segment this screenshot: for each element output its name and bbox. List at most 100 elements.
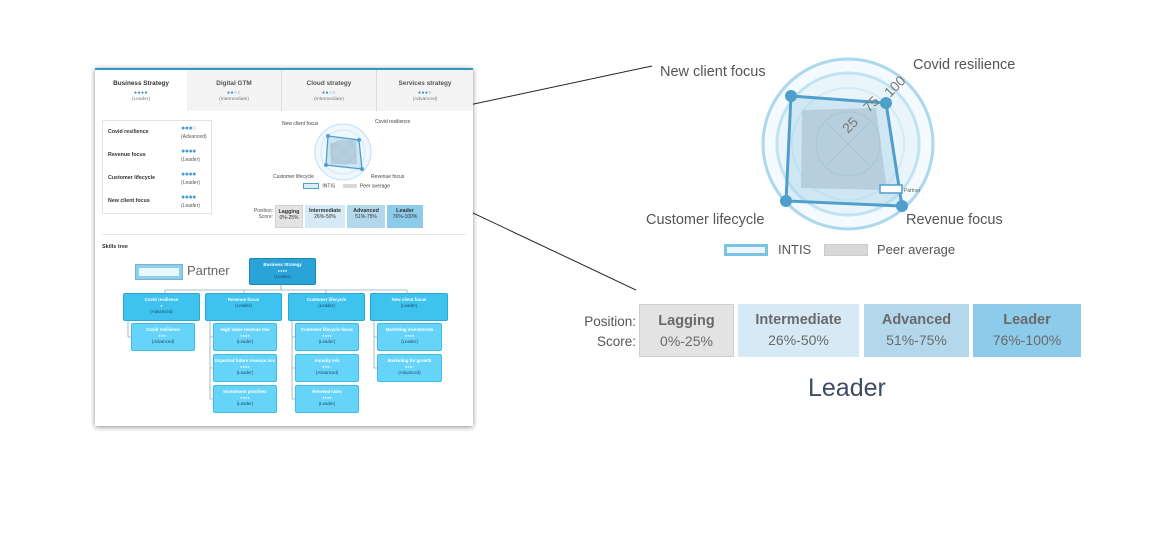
mini-cell-name: Advanced — [353, 208, 379, 214]
tree-node-marketing-for-growth[interactable]: Marketing for growth ●●●○ (Advanced) — [377, 354, 442, 382]
score-cell-range: 51%-75% — [886, 332, 947, 348]
radar-chart-detail: 25 75 100 Partner New client focus Covid… — [636, 40, 1056, 240]
tab-level: (Intermediate) — [219, 97, 249, 102]
node-name: High value revenue mix — [220, 327, 270, 332]
tab-rating: ●●●○ — [417, 90, 433, 96]
hover-tag-swatch — [879, 184, 903, 194]
tree-node-investment-priorities[interactable]: Investment priorities ●●●● (Leader) — [213, 385, 277, 413]
skill-row-customer-lifecycle[interactable]: Customer lifecycle ●●●● (Leader) — [103, 170, 213, 190]
node-name: Marketing for growth — [387, 358, 432, 363]
tab-label: Cloud strategy — [306, 80, 352, 87]
mini-axis-revenue-focus: Revenue focus — [371, 174, 405, 180]
mini-axis-customer-lifecycle: Customer lifecycle — [273, 174, 314, 180]
skill-row-new-client-focus[interactable]: New client focus ●●●● (Leader) — [103, 193, 213, 213]
mini-radar-svg — [314, 123, 372, 181]
mini-cell-range: 0%-25% — [279, 215, 299, 221]
intis-point-covid-resilience[interactable] — [880, 97, 892, 109]
tree-node-revenue-focus[interactable]: Revenue focus (Leader) — [205, 293, 282, 321]
tab-cloud-strategy[interactable]: Cloud strategy ●●○○ (Intermediate) — [282, 70, 377, 111]
node-level: (Leader) — [236, 339, 254, 344]
skill-summary-list: Covid resilience ●●●○ (Advanced) Revenue… — [102, 120, 212, 214]
score-cell-leader: Leader 76%-100% — [973, 304, 1081, 357]
score-cell-lagging: Lagging 0%-25% — [639, 304, 734, 357]
intis-point[interactable] — [360, 167, 364, 171]
partner-legend-label: Partner — [187, 263, 230, 278]
mini-cell-name: Intermediate — [308, 208, 342, 214]
node-rating: ●●●● — [404, 333, 415, 338]
position-score-table: Position: Score: Lagging 0%-25% Intermed… — [576, 304, 1086, 358]
tree-node-customer-lifecycle-focus[interactable]: Customer lifecycle focus ●●●● (Leader) — [295, 323, 359, 351]
assessment-panel: Business Strategy ●●●● (Leader) Digital … — [95, 68, 473, 426]
skills-tree-connectors — [127, 285, 408, 400]
node-level: (Leader) — [274, 274, 291, 279]
tab-business-strategy[interactable]: Business Strategy ●●●● (Leader) — [95, 70, 187, 113]
node-level: (Leader) — [318, 401, 336, 406]
tree-node-root[interactable]: Business Strategy ●●●● (Leader) — [249, 258, 316, 285]
score-title-line2: Score: — [596, 334, 636, 349]
node-level: (Leader) — [400, 303, 418, 308]
mini-score-title-line2: Score: — [258, 214, 273, 220]
tree-node-high-value-revenue-mix[interactable]: High value revenue mix ●●●● (Leader) — [213, 323, 277, 351]
mini-axis-new-client-focus: New client focus — [282, 121, 319, 127]
skill-name: Customer lifecycle — [108, 175, 156, 181]
mini-cell-range: 26%-50% — [314, 214, 336, 220]
radar-chart-svg: 25 75 100 Partner — [761, 57, 935, 231]
node-name: Investment priorities — [223, 389, 267, 394]
tree-node-new-client-focus[interactable]: New client focus (Leader) — [370, 293, 448, 321]
mini-cell-name: Leader — [396, 208, 414, 214]
tab-digital-gtm[interactable]: Digital GTM ●●○○ (Intermediate) — [187, 70, 282, 111]
skill-row-covid-resilience[interactable]: Covid resilience ●●●○ (Advanced) — [103, 124, 213, 144]
node-name: Business Strategy — [263, 262, 302, 267]
skill-row-revenue-focus[interactable]: Revenue focus ●●●● (Leader) — [103, 147, 213, 167]
node-rating: ●●●○ — [404, 364, 415, 369]
skill-name: Revenue focus — [108, 152, 146, 158]
intis-point[interactable] — [324, 163, 328, 167]
node-name: Revenue focus — [227, 297, 260, 302]
score-cell-range: 76%-100% — [992, 332, 1062, 348]
tree-node-customer-lifecycle[interactable]: Customer lifecycle (Leader) — [288, 293, 365, 321]
legend-peer-swatch — [342, 184, 357, 188]
intis-point[interactable] — [326, 134, 330, 138]
intis-point[interactable] — [357, 138, 361, 142]
node-name: Covid resilience — [144, 297, 179, 302]
intis-point-new-client-focus[interactable] — [785, 90, 797, 102]
tab-label: Business Strategy — [113, 80, 169, 87]
tree-node-covid-resilience[interactable]: Covid resilience ● (Advanced) — [123, 293, 200, 321]
tab-rating: ●●○○ — [226, 90, 242, 96]
node-name: Renewal rates — [312, 389, 342, 394]
score-title-line1: Position: — [584, 314, 636, 329]
intis-point-revenue-focus[interactable] — [896, 200, 908, 212]
mini-radar-legend: INTIS Peer average — [303, 183, 390, 191]
tree-node-expected-future-revenue-mix[interactable]: Expected future revenue mix ●●●● (Leader… — [213, 354, 277, 382]
tab-bar: Business Strategy ●●●● (Leader) Digital … — [95, 68, 473, 113]
node-rating: ●●●● — [240, 364, 250, 369]
node-rating: ●●●● — [277, 268, 288, 273]
skill-level: (Advanced) — [181, 134, 207, 140]
node-level: (Leader) — [235, 303, 252, 308]
skill-rating: ●●●○ — [181, 125, 196, 132]
axis-label-revenue-focus: Revenue focus — [906, 212, 1003, 228]
node-name: Customer lifecycle — [306, 297, 347, 302]
node-level: (Leader) — [318, 303, 335, 308]
tree-node-annuity-mix[interactable]: Annuity mix ●●●○ (Advanced) — [295, 354, 359, 382]
skill-level: (Leader) — [181, 157, 200, 163]
tree-node-renewal-rates[interactable]: Renewal rates ●●●● (Leader) — [295, 385, 359, 413]
axis-label-covid-resilience: Covid resilience — [913, 57, 1016, 73]
tree-node-marketing-investments[interactable]: Marketing investments ●●●● (Leader) — [377, 323, 442, 351]
mini-radar-chart: New client focus Covid resilience Revenu… — [273, 118, 413, 196]
intis-point-customer-lifecycle[interactable] — [780, 195, 792, 207]
mini-score-title: Position: Score: — [239, 205, 273, 228]
tab-label: Digital GTM — [216, 80, 252, 87]
skill-rating: ●●●● — [181, 171, 196, 178]
legend-intis-swatch — [724, 244, 768, 256]
node-rating: ●●●● — [240, 333, 250, 338]
mini-cell-range: 76%-100% — [392, 214, 418, 220]
tab-services-strategy[interactable]: Services strategy ●●●○ (Advanced) — [377, 70, 473, 111]
partner-legend-swatch — [135, 264, 183, 280]
section-divider — [102, 234, 466, 235]
score-cell-name: Leader — [1003, 312, 1051, 328]
tree-node-covid-resilience-sub[interactable]: Covid resilience ●●●○ (Advanced) — [131, 323, 195, 351]
node-name: Covid resilience — [146, 327, 180, 332]
